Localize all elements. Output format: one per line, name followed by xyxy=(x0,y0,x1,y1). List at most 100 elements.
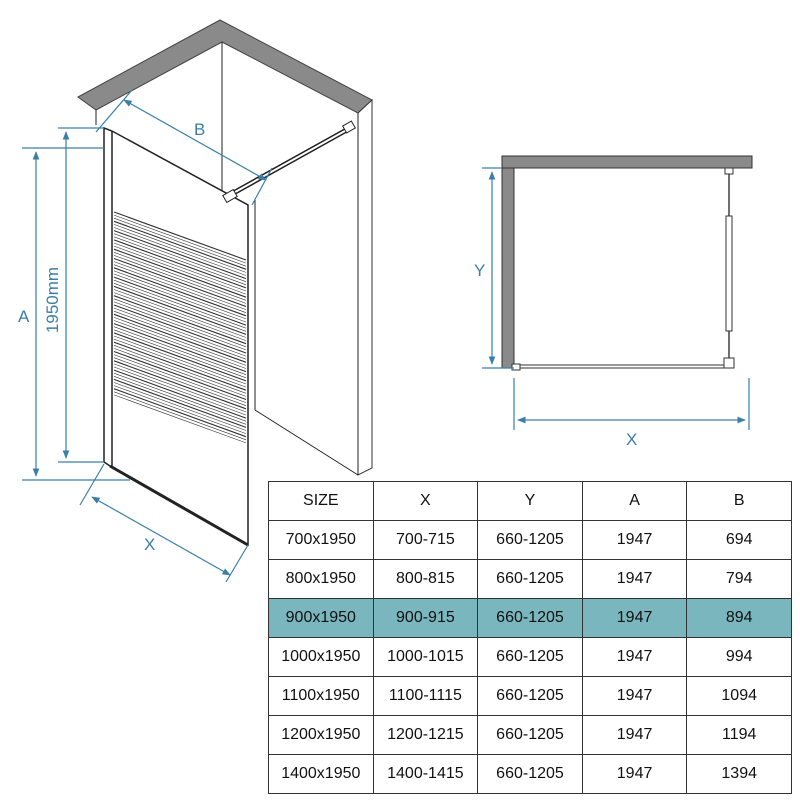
header-b: B xyxy=(686,481,792,521)
frosted-stripe xyxy=(113,261,247,310)
cell-b: 894 xyxy=(686,598,792,638)
dim-label-x: X xyxy=(144,535,155,554)
table-header-row: SIZE X Y A B xyxy=(268,481,792,521)
frosted-stripe xyxy=(113,360,247,410)
cell-y: 660-1205 xyxy=(477,598,583,638)
side-wall xyxy=(357,98,373,476)
frosted-stripe xyxy=(113,317,247,366)
dim-label-height: 1950mm xyxy=(43,267,62,333)
cell-b: 1094 xyxy=(686,676,792,716)
frosted-stripe xyxy=(113,329,247,379)
cell-a: 1947 xyxy=(581,598,688,638)
frosted-stripe xyxy=(113,283,247,332)
frosted-stripe xyxy=(113,211,247,261)
cell-x: 700-715 xyxy=(372,520,479,560)
frosted-stripe xyxy=(113,372,247,422)
header-x: X xyxy=(372,481,479,521)
frosted-stripes xyxy=(113,211,247,444)
frosted-stripe xyxy=(113,270,247,320)
cell-x: 1000-1015 xyxy=(372,637,479,677)
frosted-stripe xyxy=(113,363,247,413)
frosted-stripe xyxy=(113,348,247,397)
table-row-highlighted: 900x1950 900-915 660-1205 1947 894 xyxy=(268,598,792,638)
frosted-stripe xyxy=(113,220,247,270)
support-bar xyxy=(222,120,357,204)
frosted-stripe xyxy=(113,307,247,357)
frosted-stripe xyxy=(113,252,247,301)
dim-label-a: A xyxy=(18,307,30,326)
frosted-stripe xyxy=(113,345,247,394)
frosted-stripe xyxy=(113,335,247,385)
frosted-stripe xyxy=(113,320,247,369)
frosted-stripe xyxy=(113,255,247,304)
cell-size: 1100x1950 xyxy=(268,676,374,716)
iso-dimension-x: X xyxy=(79,463,249,583)
cell-a: 1947 xyxy=(581,520,688,560)
cell-y: 660-1205 xyxy=(477,559,583,599)
header-a: A xyxy=(581,481,688,521)
frosted-stripe xyxy=(113,313,247,363)
frosted-stripe xyxy=(113,376,247,425)
dim-label-b: B xyxy=(194,120,205,139)
plan-dim-label-x: X xyxy=(626,430,637,449)
frosted-stripe xyxy=(113,391,247,441)
frosted-stripe xyxy=(113,264,247,313)
cell-b: 1194 xyxy=(686,715,792,755)
frosted-stripe xyxy=(113,236,247,286)
cell-y: 660-1205 xyxy=(477,754,583,794)
cell-y: 660-1205 xyxy=(477,676,583,716)
frosted-stripe xyxy=(113,304,247,354)
cell-y: 660-1205 xyxy=(477,637,583,677)
frosted-stripe xyxy=(113,233,247,282)
cell-x: 1100-1115 xyxy=(372,676,479,716)
cell-size: 1400x1950 xyxy=(268,754,374,794)
frosted-stripe xyxy=(113,217,247,267)
plan-view: Y X xyxy=(474,155,753,449)
cell-x: 1400-1415 xyxy=(372,754,479,794)
frosted-stripe xyxy=(113,298,247,348)
table-row: 1400x1950 1400-1415 660-1205 1947 1394 xyxy=(268,754,792,794)
frosted-stripe xyxy=(113,285,247,335)
frosted-stripe xyxy=(113,326,247,375)
floor-edge xyxy=(254,409,359,476)
cell-a: 1947 xyxy=(581,754,688,794)
cell-x: 800-815 xyxy=(372,559,479,599)
plan-glass xyxy=(513,364,735,369)
header-y: Y xyxy=(477,481,583,521)
frosted-stripe xyxy=(113,279,247,329)
frosted-stripe xyxy=(113,248,247,298)
frosted-stripe xyxy=(113,292,247,341)
frosted-stripe xyxy=(113,369,247,419)
frosted-stripe xyxy=(113,276,247,326)
frosted-stripe xyxy=(113,338,247,388)
frosted-stripe xyxy=(113,257,247,308)
wall-top-cap xyxy=(77,19,373,114)
cell-size: 700x1950 xyxy=(268,520,374,560)
frosted-stripe xyxy=(113,357,247,406)
frosted-stripe xyxy=(113,224,247,273)
frosted-stripe xyxy=(113,267,247,317)
cell-y: 660-1205 xyxy=(477,715,583,755)
iso-wall-group xyxy=(77,19,373,476)
cell-b: 994 xyxy=(686,637,792,677)
cell-a: 1947 xyxy=(581,715,688,755)
table-row: 800x1950 800-815 660-1205 1947 794 xyxy=(268,559,792,599)
header-size: SIZE xyxy=(268,481,374,521)
frosted-stripe xyxy=(113,366,247,416)
frosted-stripe xyxy=(113,230,247,280)
frosted-stripe xyxy=(113,385,247,434)
frosted-stripe xyxy=(113,382,247,431)
frosted-stripe xyxy=(113,242,247,292)
frosted-stripe xyxy=(113,341,247,391)
frosted-stripe xyxy=(113,332,247,382)
frosted-stripe xyxy=(113,227,247,276)
cell-size: 800x1950 xyxy=(268,559,374,599)
plan-wall-top xyxy=(501,155,753,169)
glass-panel xyxy=(103,126,249,547)
frosted-stripe xyxy=(113,323,247,373)
iso-dimension-b: B xyxy=(95,89,273,206)
frosted-stripe xyxy=(113,239,247,289)
plan-dim-label-y: Y xyxy=(474,261,485,280)
size-table: SIZE X Y A B 700x1950 700-715 660-1205 1… xyxy=(268,481,792,794)
